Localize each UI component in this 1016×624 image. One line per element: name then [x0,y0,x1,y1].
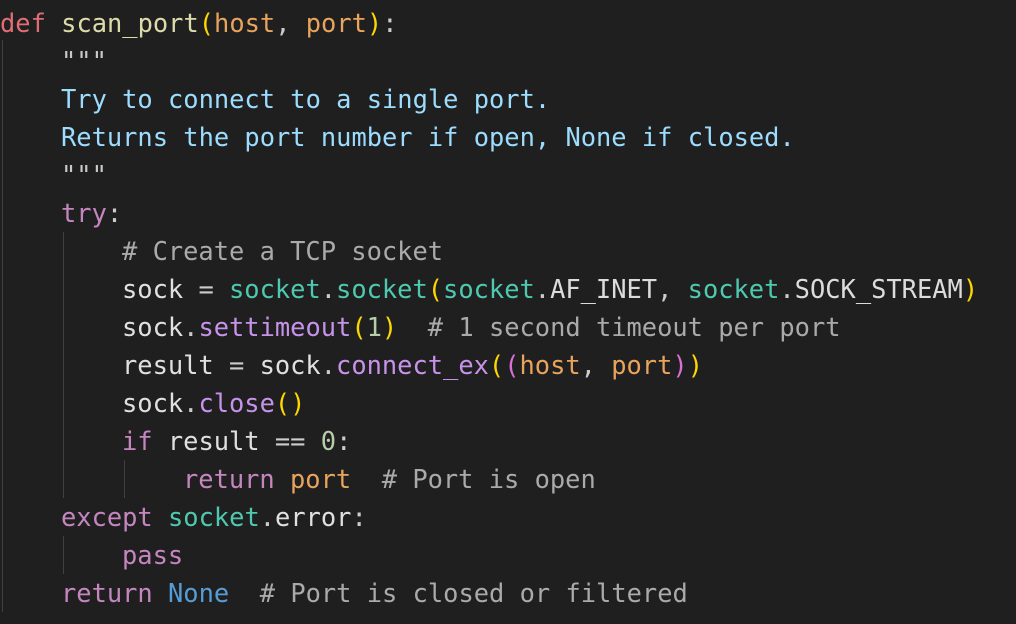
keyword-return: return [183,464,275,494]
method-call: close [198,388,275,418]
code-line-4[interactable]: Returns the port number if open, None if… [61,118,795,156]
comment: # Port is open [381,464,596,494]
method-call: connect_ex [336,350,489,380]
variable: sock [259,350,321,380]
constant: SOCK_STREAM [794,274,963,304]
number: 1 [366,312,382,342]
docstring-line: Returns the port number if open, None if… [61,122,795,152]
indent-guide [63,536,64,574]
param-port: port [290,464,352,494]
module-name: socket [687,274,780,304]
keyword-except: except [61,502,153,532]
module-name: socket [443,274,535,304]
variable: result [122,350,214,380]
variable: sock [122,388,184,418]
none-constant: None [168,578,230,608]
code-line-12[interactable]: if result == 0: [122,426,352,456]
docstring-open-quotes: """ [61,46,107,76]
code-line-10[interactable]: result = sock.connect_ex((host, port)) [122,350,703,380]
operator: == [274,426,306,456]
code-line-5[interactable]: """ [61,156,107,194]
code-line-8[interactable]: sock = socket.socket(socket.AF_INET, soc… [122,274,979,304]
code-line-13[interactable]: return port # Port is open [183,460,596,498]
param-port: port [611,350,673,380]
code-line-7[interactable]: # Create a TCP socket [122,232,443,270]
keyword-def: def [0,8,46,38]
constant: AF_INET [550,274,658,304]
keyword-try: try [61,198,107,228]
code-line-14[interactable]: except socket.error: [61,502,367,532]
code-line-3[interactable]: Try to connect to a single port. [61,80,550,118]
indent-guide [124,460,125,498]
comment: # Port is closed or filtered [259,578,688,608]
code-line-6[interactable]: try: [61,198,123,228]
variable: result [167,426,260,456]
code-line-9[interactable]: sock.settimeout(1) # 1 second timeout pe… [122,312,841,342]
code-line-11[interactable]: sock.close() [122,388,306,418]
code-line-16[interactable]: return None # Port is closed or filtered [61,574,688,612]
docstring-line: Try to connect to a single port. [61,84,551,114]
param-port: port [305,8,367,38]
param-host: host [214,8,276,38]
module-name: socket [168,502,260,532]
code-line-15[interactable]: pass [122,536,183,574]
indent-guide [2,40,3,612]
variable: sock [122,274,184,304]
number: 0 [320,426,337,456]
function-call: socket [336,274,428,304]
keyword-pass: pass [122,540,184,570]
code-line-1[interactable]: def scan_port(host, port): [0,8,398,38]
docstring-close-quotes: """ [61,160,107,190]
param-host: host [519,350,581,380]
keyword-if: if [122,426,153,456]
function-name: scan_port [61,8,199,38]
comment: # Create a TCP socket [122,236,444,266]
attribute: error [275,502,352,532]
variable: sock [122,312,184,342]
comment: # 1 second timeout per port [427,312,841,342]
module-name: socket [229,274,321,304]
keyword-return: return [61,578,153,608]
indent-guide [63,232,64,498]
method-call: settimeout [198,312,352,342]
code-line-2[interactable]: """ [61,42,107,80]
